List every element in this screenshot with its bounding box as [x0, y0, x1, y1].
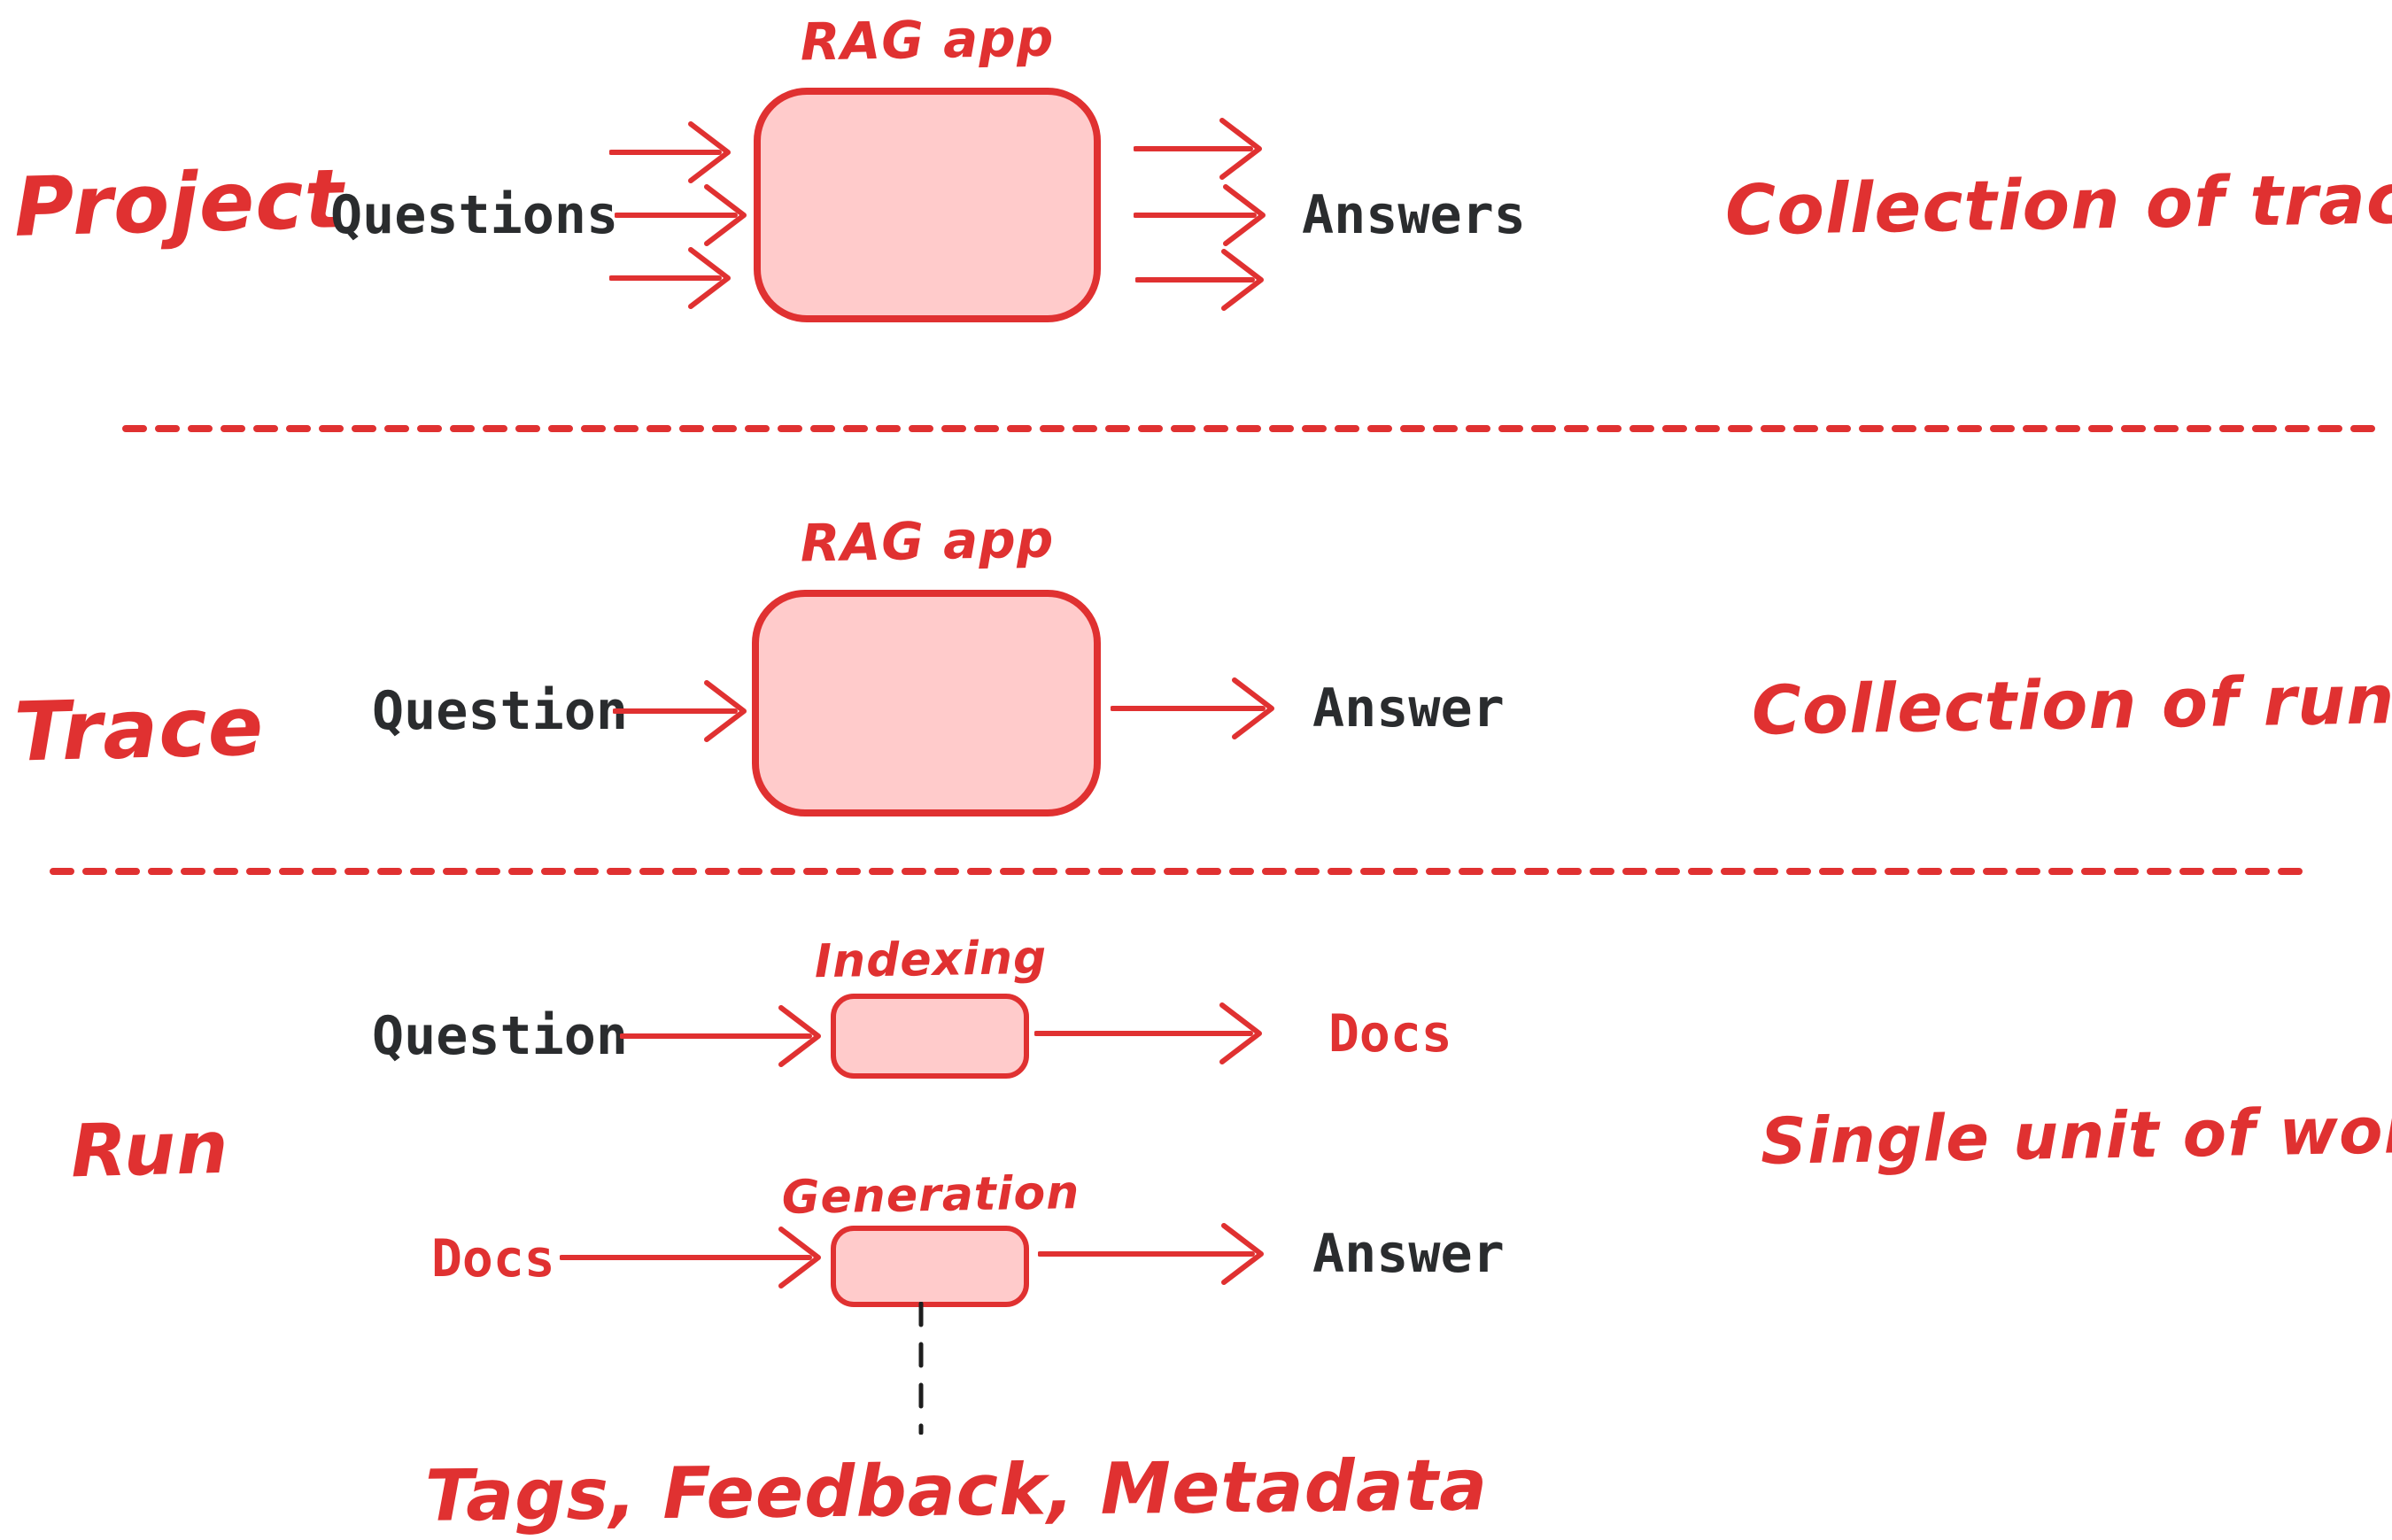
generation-title: Generation [781, 1166, 1080, 1225]
arrow-right-icon [613, 680, 747, 742]
output-label-answers: Answers [1302, 184, 1526, 246]
rag-app-title-project: RAG app [800, 7, 1055, 73]
input-label-question: Question [372, 680, 628, 742]
rag-app-title-trace: RAG app [800, 508, 1055, 574]
note-collection-of-runs: Collection of runs [1751, 659, 2392, 750]
section-label-trace: Trace [12, 678, 266, 780]
rag-app-box-trace [752, 590, 1101, 816]
arrow-right-icon [1111, 677, 1274, 739]
arrow-right-icon [620, 1005, 821, 1067]
annotation-tags-feedback-metadata: Tags, Feedback, Metadata [424, 1443, 1489, 1537]
note-collection-of-traces: Collection of traces [1724, 158, 2392, 252]
arrow-right-icon [615, 184, 747, 246]
output-label-answer: Answer [1312, 677, 1505, 739]
dashed-divider [122, 425, 2382, 432]
indexing-title: Indexing [814, 931, 1048, 989]
section-label-run: Run [69, 1105, 230, 1195]
arrow-right-icon [1038, 1223, 1264, 1285]
section-label-project: Project [12, 151, 345, 255]
dashed-connector [918, 1302, 924, 1435]
arrow-right-icon [1134, 184, 1266, 246]
note-single-unit-of-work: Single unit of work [1760, 1092, 2392, 1179]
arrow-right-icon [1135, 249, 1264, 311]
arrow-right-icon [1134, 118, 1262, 180]
arrow-right-icon [1034, 1002, 1262, 1064]
rag-app-box-project [754, 88, 1101, 322]
arrow-right-icon [609, 121, 731, 183]
arrow-right-icon [560, 1227, 821, 1288]
indexing-box [831, 994, 1029, 1079]
arrow-right-icon [609, 247, 731, 309]
output-label-docs: Docs [1328, 1003, 1452, 1064]
dashed-divider [50, 868, 2311, 875]
input-label-docs: Docs [431, 1228, 555, 1288]
generation-box [831, 1226, 1029, 1307]
output-label-answer-run: Answer [1312, 1223, 1505, 1285]
input-label-questions: Questions [330, 184, 619, 246]
input-label-question-run: Question [372, 1005, 628, 1067]
